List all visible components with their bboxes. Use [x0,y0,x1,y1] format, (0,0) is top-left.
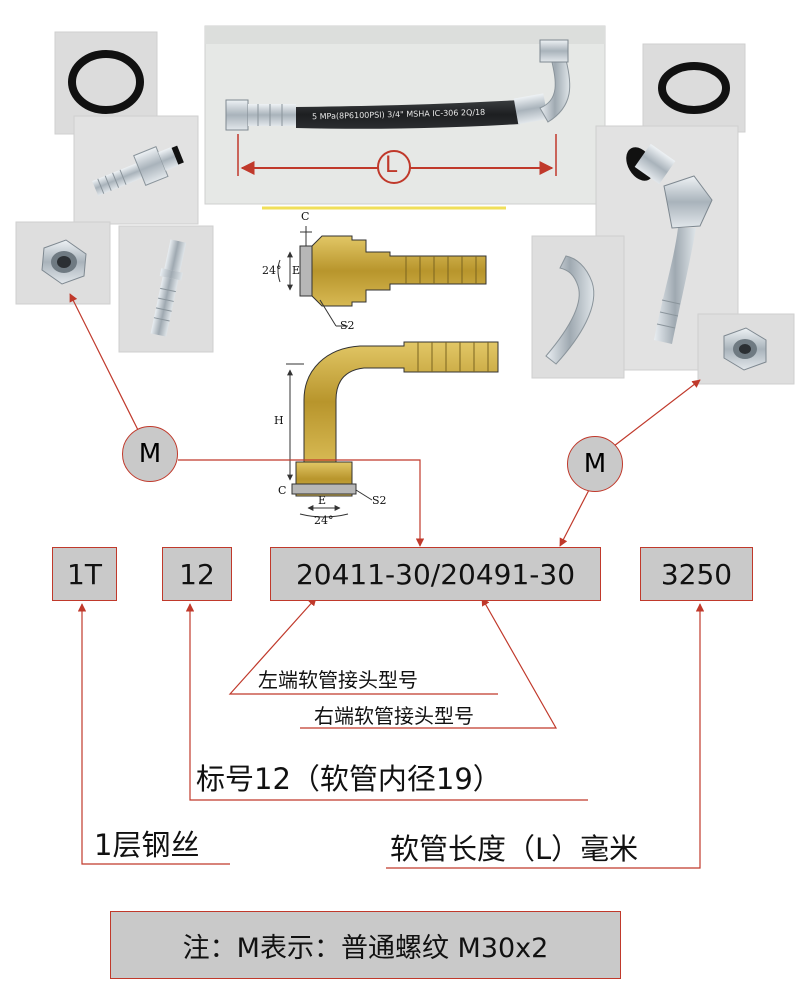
size-annotation: 标号12（软管内径19） [196,762,502,796]
connector-lines [69,293,705,869]
drawing-straight-fitting [277,226,487,327]
male-fitting-photo [73,115,199,225]
drawing2-label-e: E [318,494,327,507]
drawing1-label-c: C [301,210,310,223]
note-box: 注：M表示：普通螺纹 M30x2 [110,911,621,979]
o-ring-photo-right [642,43,746,133]
stem-photo [118,225,214,353]
right-m-marker: M [567,436,623,492]
code-box-layers: 1T [52,547,117,601]
length-annotation: 软管长度（L）毫米 [390,832,639,866]
drawing1-label-s2: S2 [340,319,355,332]
length-symbol: L [385,153,398,178]
code-box-fittings: 20411-30/20491-30 [270,547,601,601]
drawing2-label-c: C [278,484,287,497]
layers-annotation: 1层钢丝 [94,828,200,862]
drawing2-label-s2: S2 [372,494,387,507]
length-dimension [237,134,557,184]
nut-photo-left [15,221,111,305]
left-fitting-annotation: 左端软管接头型号 [258,668,418,692]
left-m-marker: M [122,426,178,482]
drawing1-label-angle: 24° [262,264,282,277]
drawing-elbow-fitting [286,341,499,518]
drawing1-label-e: E [292,264,301,277]
drawing2-label-h: H [274,414,284,427]
right-fitting-annotation: 右端软管接头型号 [314,704,474,728]
bent-tube-photo [531,235,625,379]
code-box-size: 12 [162,547,232,601]
drawing2-label-angle: 24° [314,514,334,527]
code-box-length: 3250 [640,547,753,601]
nut-photo-right [697,313,795,385]
